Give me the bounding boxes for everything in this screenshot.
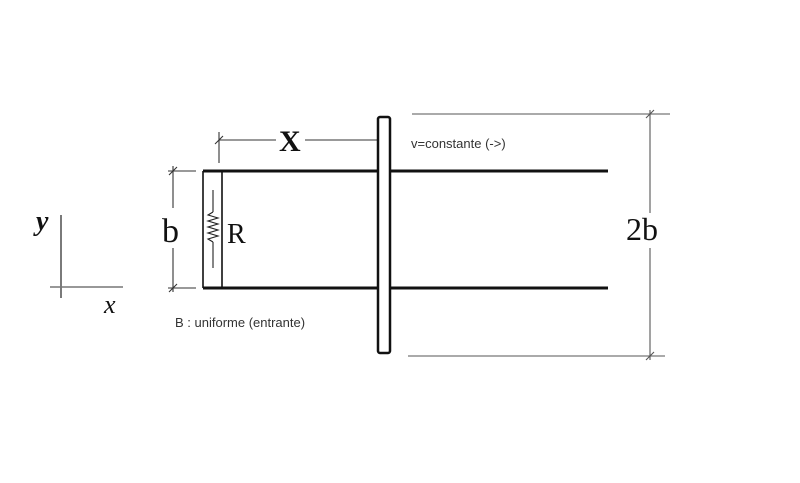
y-axis-label: y xyxy=(33,206,49,237)
velocity-label: v=constante (->) xyxy=(411,136,506,151)
b-dimension-label: b xyxy=(162,213,179,250)
b-dimension xyxy=(168,166,196,293)
2b-dimension-label: 2b xyxy=(626,211,658,247)
x-dimension-label: X xyxy=(279,125,301,158)
2b-dimension xyxy=(408,109,670,361)
x-dimension xyxy=(214,132,378,163)
resistor-label: R xyxy=(227,219,246,250)
resistor-icon xyxy=(206,190,220,268)
x-axis-label: x xyxy=(103,290,116,319)
magnetic-field-label: B : uniforme (entrante) xyxy=(175,315,305,330)
sliding-bar xyxy=(376,115,392,355)
coordinate-axes xyxy=(50,215,123,298)
